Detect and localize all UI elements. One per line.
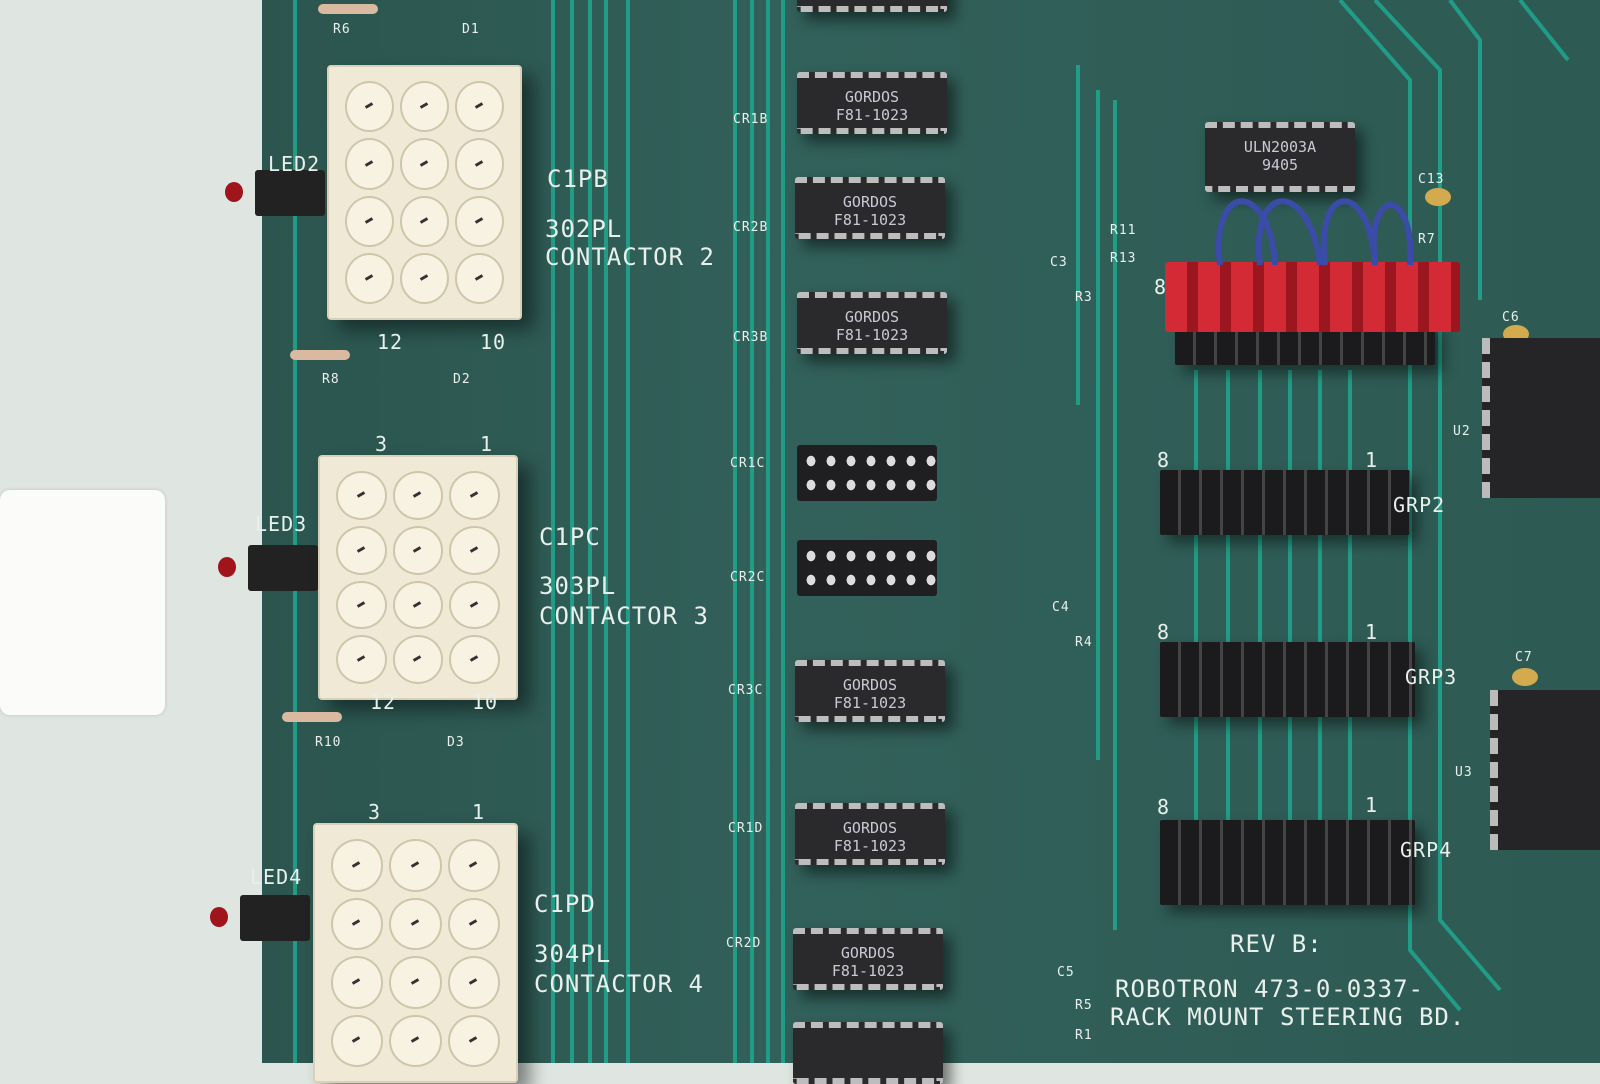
pin-3-label: 3 [368,800,382,824]
label-contactor-3: CONTACTOR 3 [539,602,709,630]
label-r8: R8 [322,372,340,387]
label-u2: U2 [1453,424,1471,439]
capacitor-c7 [1512,668,1538,686]
board-title-line1: ROBOTRON 473-0-0337- [1115,975,1424,1003]
group4-pin1-label: 1 [1365,793,1379,817]
label-r4: R4 [1075,635,1093,650]
label-r13: R13 [1110,251,1137,266]
label-d2: D2 [453,372,471,387]
pin-12-label: 12 [377,330,404,354]
group2-pin1-label: 1 [1365,448,1379,472]
group3-pin8-label: 8 [1157,620,1171,644]
led3 [218,545,318,591]
label-c1pc: C1PC [539,523,601,551]
label-c4: C4 [1052,600,1070,615]
empty-socket-cr2c [797,540,937,596]
pin-12-label: 12 [370,690,397,714]
resistor-r8 [290,350,350,360]
board-title-line2: RACK MOUNT STEERING BD. [1110,1003,1466,1031]
label-r10: R10 [315,735,342,750]
white-sticker-label [0,490,165,715]
label-cr2d: CR2D [726,936,762,951]
capacitor-c13 [1425,188,1451,206]
label-c13: C13 [1418,172,1445,187]
label-grp3: GRP3 [1405,665,1458,689]
connector-contactor-4[interactable] [313,823,518,1083]
label-cr2c: CR2C [730,570,766,585]
label-r11: R11 [1110,223,1137,238]
label-c1pd: C1PD [534,890,596,918]
label-led2: LED2 [268,152,321,176]
label-c7: C7 [1515,650,1533,665]
label-304pl: 304PL [534,940,612,968]
header-grp4[interactable] [1160,820,1415,905]
pin-3-label: 3 [375,432,389,456]
led4 [210,895,310,941]
label-303pl: 303PL [539,572,617,600]
label-d1: D1 [462,22,480,37]
relay-chip [793,1022,943,1084]
label-d3: D3 [447,735,465,750]
label-cr1b: CR1B [733,112,769,127]
red-jumper-block[interactable] [1165,262,1460,332]
pin-10-label: 10 [472,690,499,714]
connector-contactor-3[interactable] [318,455,518,700]
label-r5: R5 [1075,998,1093,1013]
label-cr3c: CR3C [728,683,764,698]
label-302pl: 302PL [545,215,623,243]
label-r3: R3 [1075,290,1093,305]
label-r6: R6 [333,22,351,37]
label-grp2: GRP2 [1393,493,1446,517]
pin-1-label: 1 [472,800,486,824]
label-u3: U3 [1455,765,1473,780]
blue-wire-jumpers [1215,198,1414,266]
pin-1-label: 1 [480,432,494,456]
group3-pin1-label: 1 [1365,620,1379,644]
relay-chip [797,0,947,12]
resistor-r6 [318,4,378,14]
label-cr1d: CR1D [728,821,764,836]
rev-label: REV B: [1230,930,1323,958]
chip-u2 [1482,338,1600,498]
label-cr2b: CR2B [733,220,769,235]
header-grp2[interactable] [1160,470,1410,535]
label-cr1c: CR1C [730,456,766,471]
pin-10-label: 10 [480,330,507,354]
chip-u3 [1490,690,1600,850]
led2 [225,170,325,216]
led-dome-icon [225,182,243,202]
label-contactor-2: CONTACTOR 2 [545,243,715,271]
label-r1: R1 [1075,1028,1093,1043]
label-c5: C5 [1057,965,1075,980]
group4-pin8-label: 8 [1157,795,1171,819]
label-c3: C3 [1050,255,1068,270]
label-cr3b: CR3B [733,330,769,345]
label-grp4: GRP4 [1400,838,1453,862]
resistor-r10 [282,712,342,722]
group1-pin8-label: 8 [1154,275,1168,299]
label-led3: LED3 [255,512,308,536]
label-c6: C6 [1502,310,1520,325]
connector-contactor-2[interactable] [327,65,522,320]
label-contactor-4: CONTACTOR 4 [534,970,704,998]
label-led4: LED4 [250,865,303,889]
header-grp3[interactable] [1160,642,1415,717]
group2-pin8-label: 8 [1157,448,1171,472]
label-r7: R7 [1418,232,1436,247]
label-c1pb: C1PB [547,165,609,193]
empty-socket-cr1c [797,445,937,501]
